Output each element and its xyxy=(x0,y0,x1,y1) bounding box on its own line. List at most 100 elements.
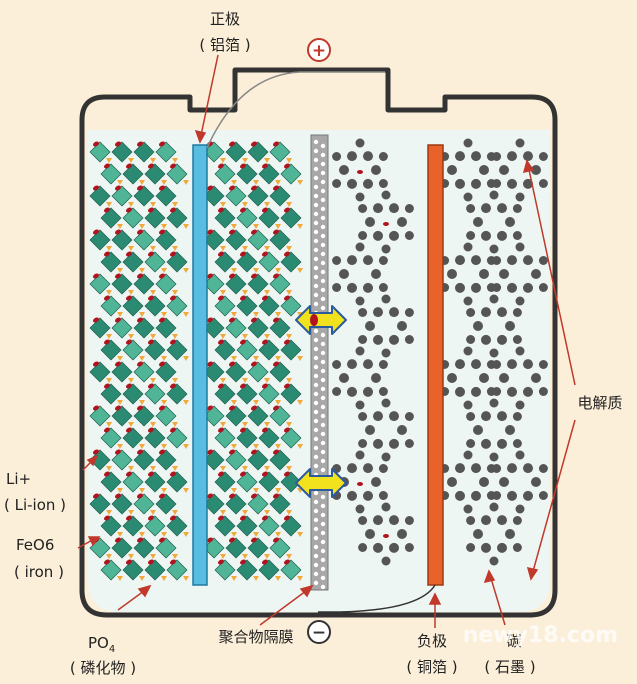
carbon-atom xyxy=(507,386,517,397)
phosphate-tetrahedron xyxy=(220,554,226,559)
lithium-ion xyxy=(207,405,213,411)
feo6-octahedron xyxy=(258,471,280,493)
carbon-atom xyxy=(365,425,375,435)
separator-pore xyxy=(320,179,326,185)
phosphate-tetrahedron xyxy=(275,400,281,405)
carbon-atom xyxy=(381,348,391,358)
carbon-atom xyxy=(378,179,388,188)
separator-pore xyxy=(320,341,326,347)
feo6-octahedron xyxy=(122,427,144,449)
feo6-octahedron xyxy=(269,449,291,471)
carbon-atom xyxy=(471,490,481,501)
phosphate-tetrahedron xyxy=(150,290,156,295)
lithium-ion xyxy=(115,229,121,235)
carbon-atom xyxy=(515,242,525,252)
lithium-ion xyxy=(126,339,132,345)
lithium-ion xyxy=(218,339,224,345)
lithium-ion xyxy=(159,317,165,323)
separator-pore xyxy=(313,148,319,154)
separator-pore xyxy=(320,332,326,338)
lithium-ion xyxy=(148,251,154,257)
separator-pore xyxy=(320,458,326,464)
phosphate-tetrahedron xyxy=(220,422,226,427)
separator-pore xyxy=(320,224,326,230)
carbon-atom xyxy=(466,308,476,317)
phosphate-tetrahedron xyxy=(297,180,303,185)
carbon-atom xyxy=(507,463,517,474)
feo6-octahedron xyxy=(155,405,177,427)
lithium-ion xyxy=(218,471,224,477)
separator-pore xyxy=(313,202,319,208)
carbon-atom xyxy=(397,321,407,331)
phosphate-tetrahedron xyxy=(117,400,123,405)
phosphate-tetrahedron xyxy=(161,356,167,361)
lithium-ion xyxy=(170,163,176,169)
carbon-atom xyxy=(378,283,388,292)
carbon-atom xyxy=(507,490,517,501)
feo6-octahedron xyxy=(122,559,144,581)
carbon-atom xyxy=(538,464,548,473)
carbon-atom xyxy=(358,516,368,525)
phosphate-tetrahedron xyxy=(220,202,226,207)
lithium-ion xyxy=(218,559,224,565)
phosphate-tetrahedron xyxy=(286,554,292,559)
lithium-ion xyxy=(262,383,268,389)
phosphate-tetrahedron xyxy=(117,224,123,229)
feo6-octahedron xyxy=(258,339,280,361)
lithium-ion xyxy=(159,273,165,279)
feo6-octahedron xyxy=(122,339,144,361)
carbon-atom xyxy=(347,178,357,189)
cathode-material-right xyxy=(203,141,303,581)
carbon-atom xyxy=(463,450,473,460)
carbon-atom xyxy=(507,282,517,293)
feo6-octahedron xyxy=(247,449,269,471)
feo6-octahedron xyxy=(225,317,247,339)
phosphate-tetrahedron xyxy=(275,224,281,229)
feo6-octahedron xyxy=(269,141,291,163)
phosphate-tetrahedron xyxy=(117,576,123,581)
phosphate-tetrahedron xyxy=(220,290,226,295)
lithium-ion xyxy=(229,141,235,147)
phosphate-tetrahedron xyxy=(264,422,270,427)
lithium-ion xyxy=(207,273,213,279)
phosphate-tetrahedron xyxy=(242,334,248,339)
carbon-atom xyxy=(332,152,342,161)
feo6-octahedron xyxy=(236,383,258,405)
carbon-atom xyxy=(378,152,388,161)
feo6-octahedron xyxy=(144,383,166,405)
feo6-octahedron xyxy=(166,295,188,317)
carbon-atom xyxy=(512,543,522,552)
carbon-atom xyxy=(466,439,476,448)
carbon-atom xyxy=(523,386,533,397)
carbon-atom xyxy=(466,204,476,213)
separator-pore xyxy=(320,152,326,158)
separator-pore xyxy=(313,544,319,550)
feo6-octahedron xyxy=(236,207,258,229)
phosphate-tetrahedron xyxy=(183,312,189,317)
phosphate-tetrahedron xyxy=(139,488,145,493)
phosphate-tetrahedron xyxy=(117,312,123,317)
lithium-ion xyxy=(115,493,121,499)
carbon-atom xyxy=(523,490,533,501)
lithium-ion xyxy=(357,170,363,174)
lithium-ion xyxy=(218,251,224,257)
carbon-atom xyxy=(373,411,383,422)
carbon-atom xyxy=(404,412,414,421)
feo6-octahedron xyxy=(269,185,291,207)
phosphate-tetrahedron xyxy=(242,378,248,383)
phosphate-tetrahedron xyxy=(183,224,189,229)
feo6-octahedron xyxy=(100,515,122,537)
lithium-ion xyxy=(273,273,279,279)
lithium-ion xyxy=(273,317,279,323)
feo6-octahedron xyxy=(258,295,280,317)
carbon-atom xyxy=(455,359,465,370)
lithium-ion xyxy=(229,449,235,455)
phosphate-tetrahedron xyxy=(117,356,123,361)
separator-pore xyxy=(313,445,319,451)
phosphate-tetrahedron xyxy=(264,378,270,383)
carbon-atom xyxy=(389,542,399,553)
carbon-atom xyxy=(463,346,473,356)
carbon-atom xyxy=(355,138,365,148)
negative-terminal-wire xyxy=(318,584,436,613)
separator-pore xyxy=(313,553,319,559)
